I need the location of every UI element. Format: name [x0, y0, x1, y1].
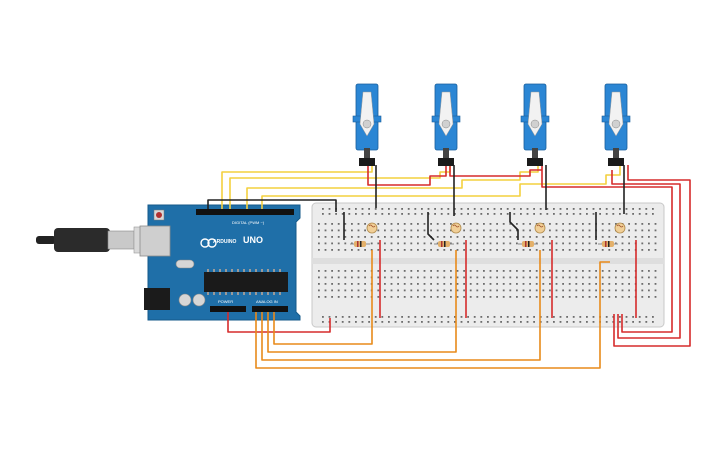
analog-header[interactable]	[252, 306, 288, 312]
wire[interactable]	[246, 165, 539, 209]
wire[interactable]	[261, 165, 621, 209]
photoresistor[interactable]	[534, 222, 546, 234]
sensors	[350, 222, 626, 247]
servo-connector[interactable]	[608, 158, 624, 166]
board-header-analog: ANALOG IN	[256, 299, 278, 304]
wire[interactable]	[261, 250, 541, 361]
wire[interactable]	[267, 250, 457, 353]
servo-motor[interactable]	[520, 83, 550, 166]
wire[interactable]	[611, 170, 681, 339]
wires	[207, 165, 691, 369]
wire[interactable]	[227, 312, 331, 333]
wire[interactable]	[613, 165, 691, 347]
servo-connector[interactable]	[438, 158, 454, 166]
photoresistor[interactable]	[366, 222, 378, 234]
chip-pins	[207, 269, 281, 295]
board-header-power: POWER	[218, 299, 233, 304]
arduino-logo	[200, 238, 217, 248]
wire[interactable]	[273, 250, 373, 345]
usb-cable[interactable]	[36, 226, 157, 254]
microcontroller-chip	[204, 272, 288, 292]
wire[interactable]	[541, 165, 673, 333]
board-model: UNO	[243, 235, 263, 245]
usb-port	[139, 225, 171, 257]
digital-header[interactable]	[196, 209, 294, 215]
capacitor	[178, 293, 192, 307]
resistor[interactable]	[598, 241, 618, 247]
breadboard[interactable]	[311, 202, 665, 328]
capacitor	[192, 293, 206, 307]
wire[interactable]	[449, 165, 542, 177]
wire[interactable]	[207, 199, 337, 212]
wire[interactable]	[367, 165, 447, 186]
wire[interactable]	[427, 212, 435, 241]
photoresistor[interactable]	[614, 222, 626, 234]
resistor[interactable]	[518, 241, 538, 247]
wire[interactable]	[255, 261, 610, 369]
crystal	[175, 259, 195, 269]
resistor[interactable]	[434, 241, 454, 247]
servos	[352, 83, 631, 166]
servo-motor[interactable]	[601, 83, 631, 166]
wire[interactable]	[509, 212, 519, 240]
arduino-board[interactable]: DIGITAL (PWM ~) ARDUINO UNO POWER ANALOG…	[139, 204, 301, 321]
photoresistor[interactable]	[450, 222, 462, 234]
board-brand: ARDUINO	[213, 239, 236, 245]
power-header[interactable]	[210, 306, 246, 312]
breadboard-holes	[318, 208, 657, 323]
servo-connector[interactable]	[359, 158, 375, 166]
servo-motor[interactable]	[352, 83, 382, 166]
servo-connector[interactable]	[527, 158, 543, 166]
resistor[interactable]	[350, 241, 370, 247]
servo-motor[interactable]	[431, 83, 461, 166]
power-jack	[144, 288, 170, 310]
wire[interactable]	[221, 165, 373, 209]
board-header-digital: DIGITAL (PWM ~)	[232, 220, 265, 225]
